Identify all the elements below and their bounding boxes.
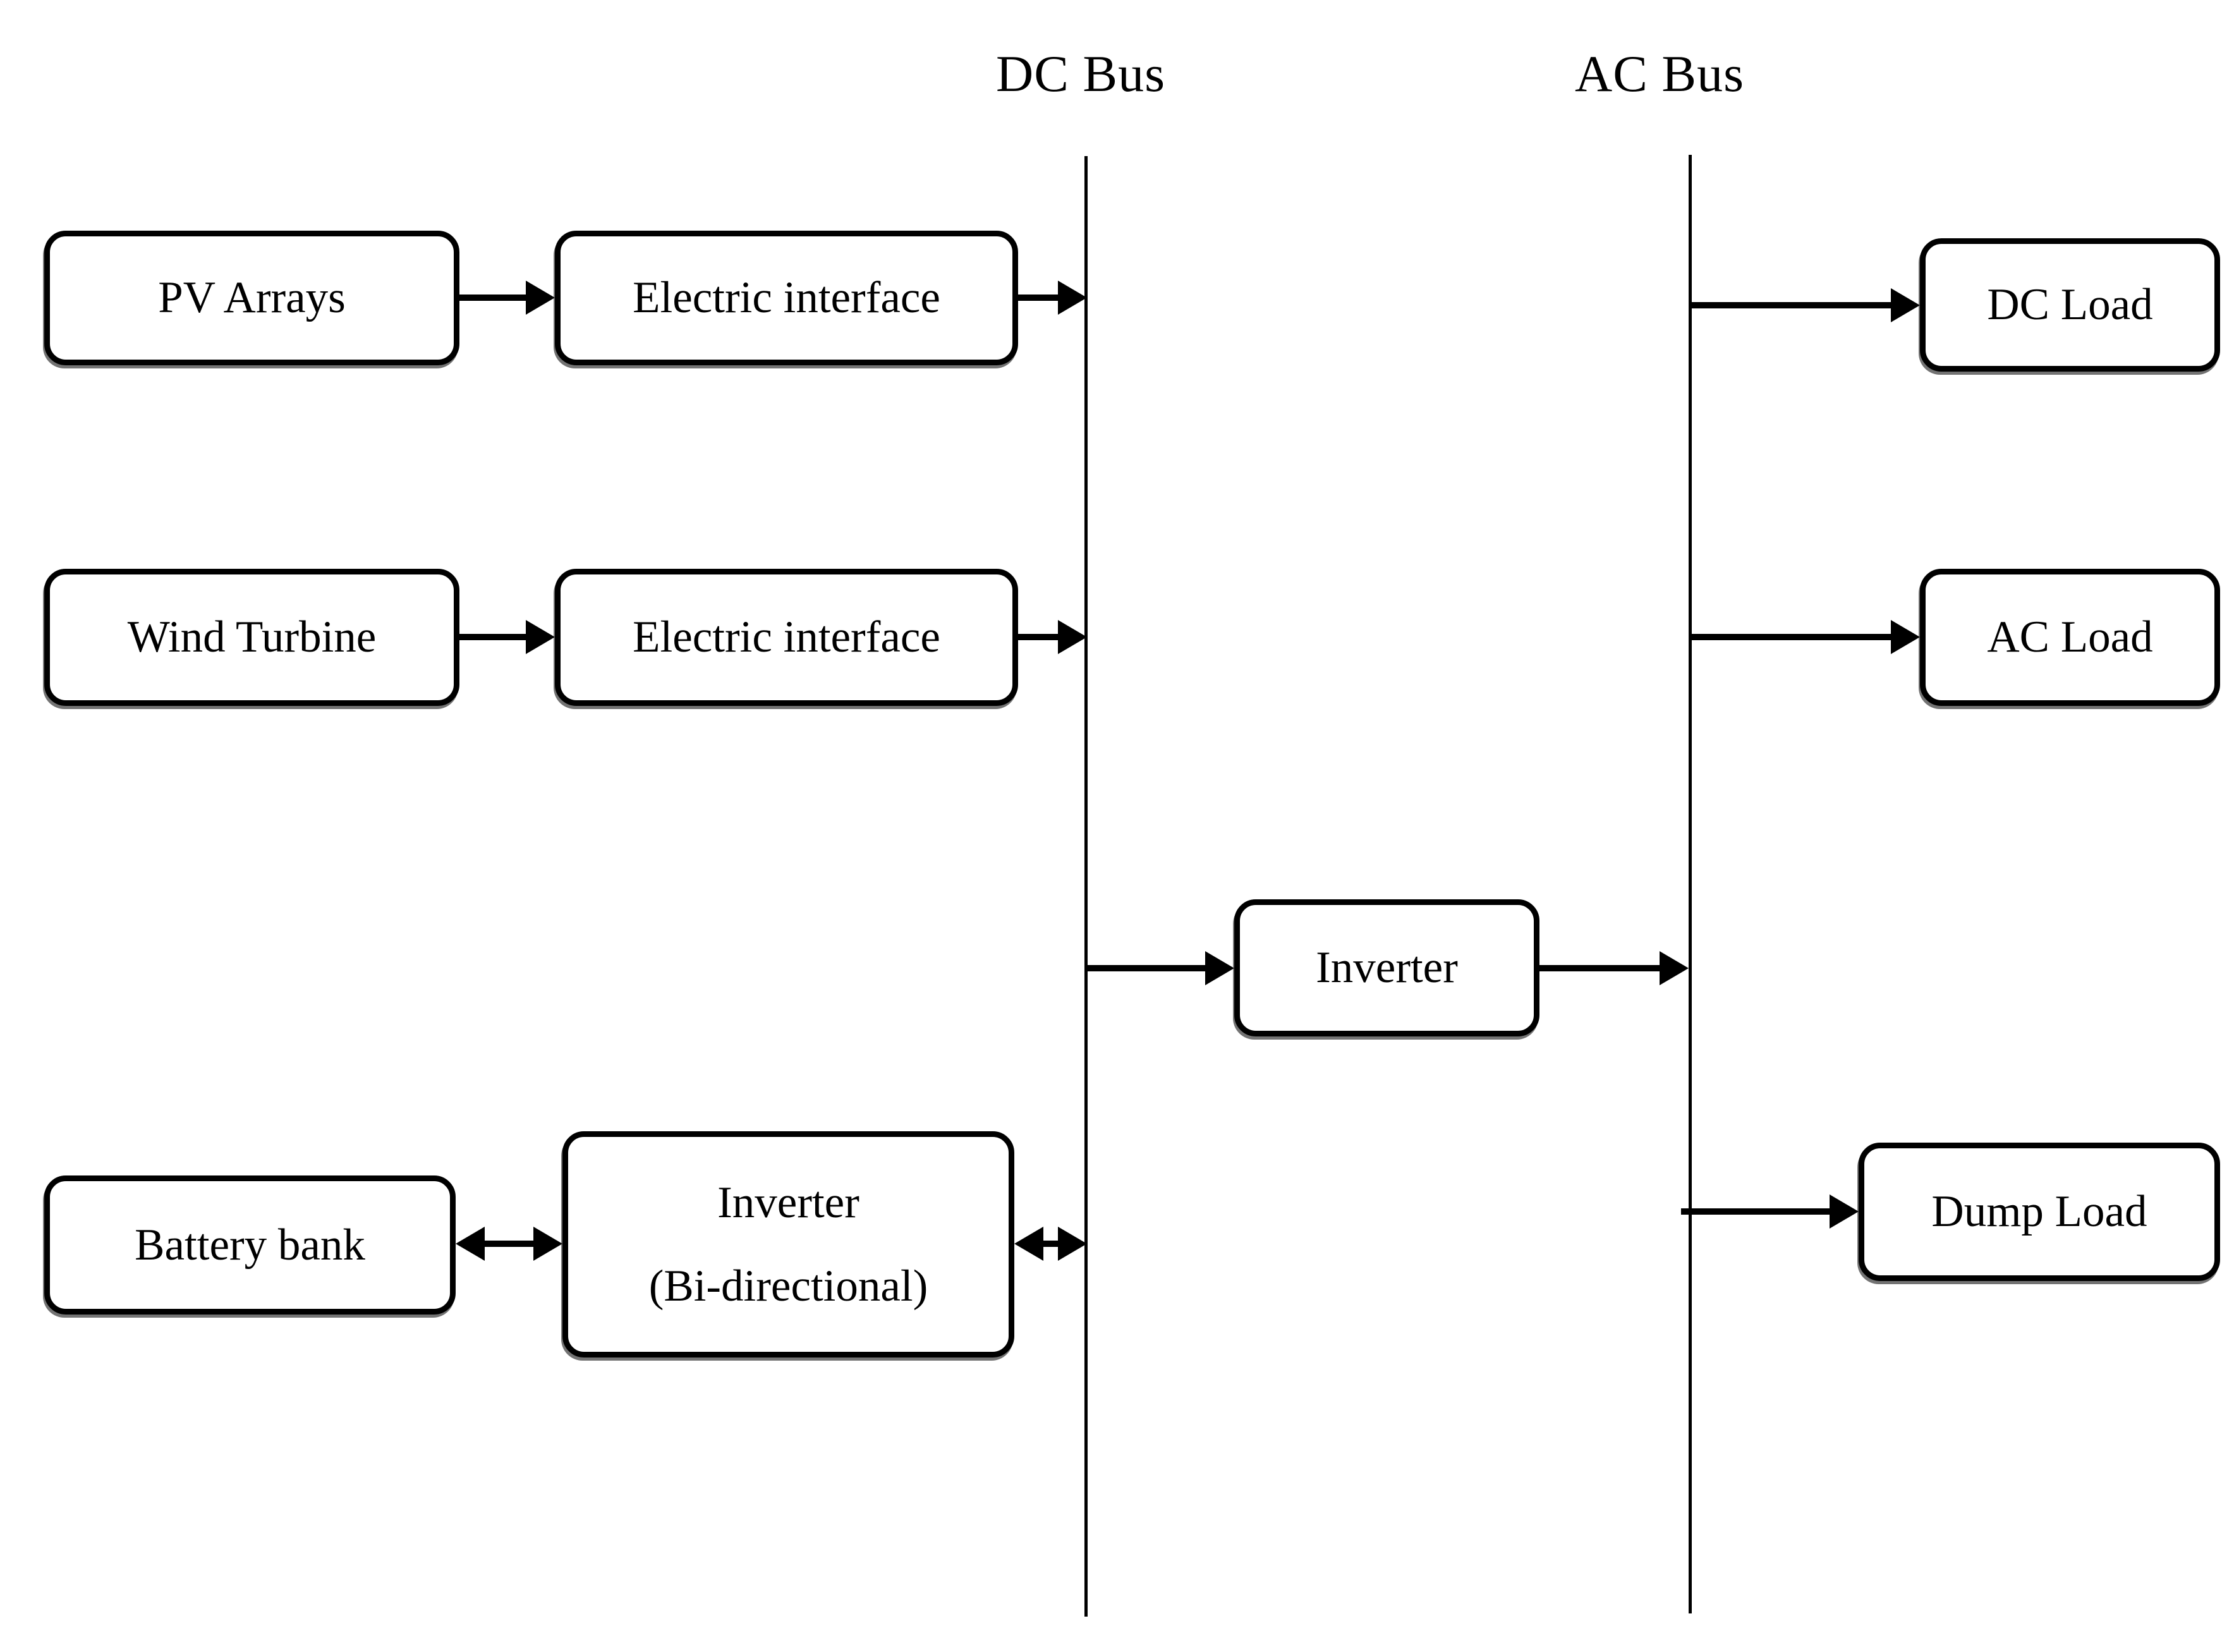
node-label-line1: Inverter bbox=[717, 1177, 859, 1227]
arrow-ac-bus-to-dump-load bbox=[1681, 1194, 1859, 1229]
arrow-battery-inverter-bidirectional bbox=[456, 1227, 562, 1261]
node-label: Inverter bbox=[1316, 943, 1458, 993]
node-dc-load: DC Load bbox=[1920, 238, 2220, 372]
arrow-ac-bus-to-ac-load bbox=[1691, 620, 1920, 654]
arrow-interface-wind-to-dc-bus bbox=[1018, 620, 1087, 654]
node-label: Electric interface bbox=[633, 273, 940, 323]
ac-bus-label: AC Bus bbox=[1575, 45, 1745, 102]
node-dump-load: Dump Load bbox=[1859, 1143, 2220, 1281]
arrow-pv-to-interface bbox=[459, 281, 555, 315]
node-inverter-bidirectional: Inverter (Bi-directional) bbox=[562, 1131, 1014, 1357]
node-electric-interface-wind: Electric interface bbox=[555, 569, 1018, 706]
node-label: DC Load bbox=[1987, 280, 2153, 330]
node-label: AC Load bbox=[1987, 612, 2153, 662]
node-battery-bank: Battery bank bbox=[44, 1175, 456, 1315]
node-inverter: Inverter bbox=[1234, 899, 1539, 1036]
node-pv-arrays: PV Arrays bbox=[44, 231, 459, 365]
ac-bus-line bbox=[1689, 155, 1692, 1613]
node-label: Wind Turbine bbox=[127, 612, 377, 662]
node-ac-load: AC Load bbox=[1920, 569, 2220, 706]
node-label: PV Arrays bbox=[158, 273, 346, 323]
arrow-dc-bus-to-inverter bbox=[1087, 951, 1234, 985]
arrow-interface-pv-to-dc-bus bbox=[1018, 281, 1087, 315]
node-label: Electric interface bbox=[633, 612, 940, 662]
arrow-ac-bus-to-dc-load bbox=[1691, 288, 1920, 322]
node-electric-interface-pv: Electric interface bbox=[555, 231, 1018, 365]
arrow-inverter-bidirectional-dc-bus bbox=[1014, 1227, 1087, 1261]
node-label: Dump Load bbox=[1931, 1187, 2147, 1237]
dc-bus-label: DC Bus bbox=[996, 45, 1166, 102]
node-wind-turbine: Wind Turbine bbox=[44, 569, 459, 706]
arrow-inverter-to-ac-bus bbox=[1539, 951, 1689, 985]
node-label-line2: (Bi-directional) bbox=[648, 1261, 928, 1311]
node-label: Battery bank bbox=[135, 1220, 365, 1270]
dc-bus-line bbox=[1084, 156, 1088, 1617]
arrow-wind-to-interface bbox=[459, 620, 555, 654]
